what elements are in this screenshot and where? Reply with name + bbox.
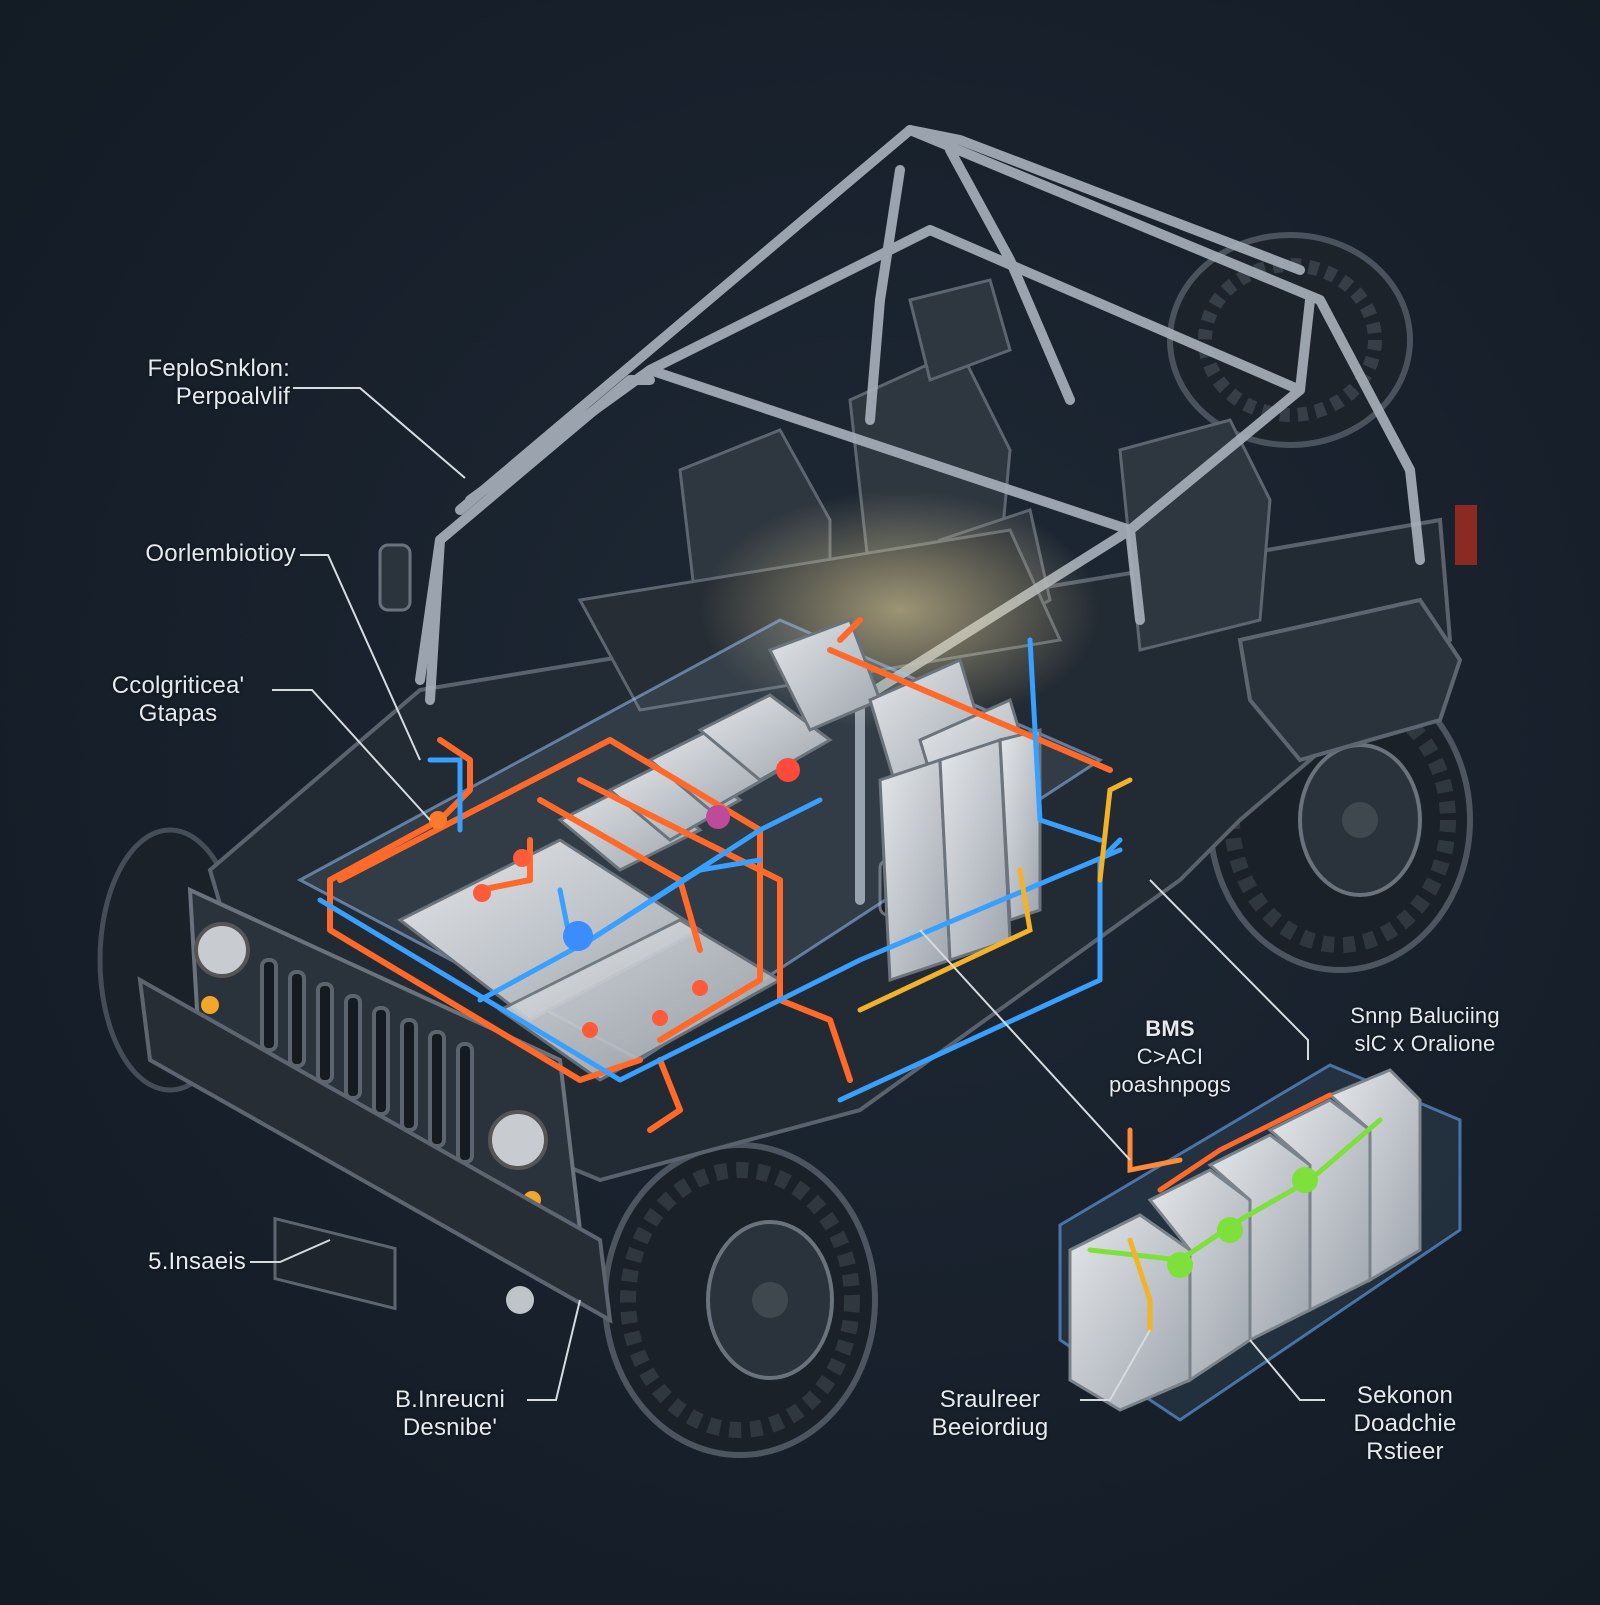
callout-5-line1: B.Inreucni [394, 1386, 506, 1413]
snap-line2: slC x Oralione [1354, 1031, 1496, 1056]
leader-6 [1080, 1329, 1151, 1401]
callout-8: Sraulreer Beeiordiug [905, 1386, 1075, 1442]
leader-1 [293, 387, 466, 479]
callout-5-line2: Desnibe' [402, 1414, 498, 1441]
callout-1: FeploSnklon: Perpoalvlif [90, 355, 290, 411]
battery-modules [397, 618, 1042, 1082]
bms-line3: poashnpogs [1109, 1072, 1231, 1097]
snap-balancing-callout: Snnp Baluciing slC x Oralione [1325, 1002, 1525, 1058]
leader-2 [300, 554, 421, 761]
main-battery-pack [296, 617, 1133, 1133]
bms-line2: C>ACI [1136, 1044, 1204, 1069]
leader-lines [250, 387, 1325, 1401]
snap-line1: Snnp Baluciing [1350, 1003, 1500, 1028]
bms-title: BMS [1145, 1016, 1195, 1041]
callout-3-line2: Gtapas [138, 700, 218, 727]
lv-cables [317, 637, 1123, 1103]
headlight-left [194, 922, 250, 978]
bms-callout: BMS C>ACI poashnpogs [1090, 1015, 1250, 1099]
callout-4-line1: 5.Insaeis [148, 1248, 246, 1275]
leader-9 [919, 929, 1131, 1161]
callout-3-line1: Ccolgriticea' [111, 672, 245, 699]
rear-right-wheel [1167, 232, 1413, 448]
callout-9-line2: Doadchie [1353, 1410, 1457, 1437]
callout-2-line1: Oorlembiotioy [145, 540, 296, 567]
callout-3: Ccolgriticea' Gtapas [88, 672, 268, 728]
callout-1-line2: Perpoalvlif [175, 383, 290, 410]
balancing-wires [1087, 1092, 1383, 1333]
callout-2: Oorlembiotioy [60, 540, 296, 568]
connector-nodes [429, 758, 800, 1038]
headlight-right [488, 1110, 548, 1170]
callout-1-line1: FeploSnklon: [147, 355, 290, 382]
callout-9: Sekonon Doadchie Rstieer [1330, 1382, 1480, 1466]
leader-3 [272, 689, 431, 821]
leader-7 [1149, 879, 1309, 1060]
callout-8-line2: Beeiordiug [931, 1414, 1049, 1441]
leader-8 [1249, 1339, 1325, 1401]
callout-4: 5.Insaeis [80, 1248, 246, 1276]
leader-5 [527, 1299, 581, 1401]
bms-battery-detail [1058, 1063, 1462, 1422]
signal-cables [857, 777, 1133, 1013]
front-right-wheel [602, 1142, 878, 1458]
callout-5: B.Inreucni Desnibe' [375, 1386, 525, 1442]
leader-4 [250, 1239, 331, 1263]
callout-9-line1: Sekonon [1356, 1382, 1454, 1409]
callout-9-line3: Rstieer [1366, 1438, 1444, 1465]
callout-8-line1: Sraulreer [939, 1386, 1041, 1413]
